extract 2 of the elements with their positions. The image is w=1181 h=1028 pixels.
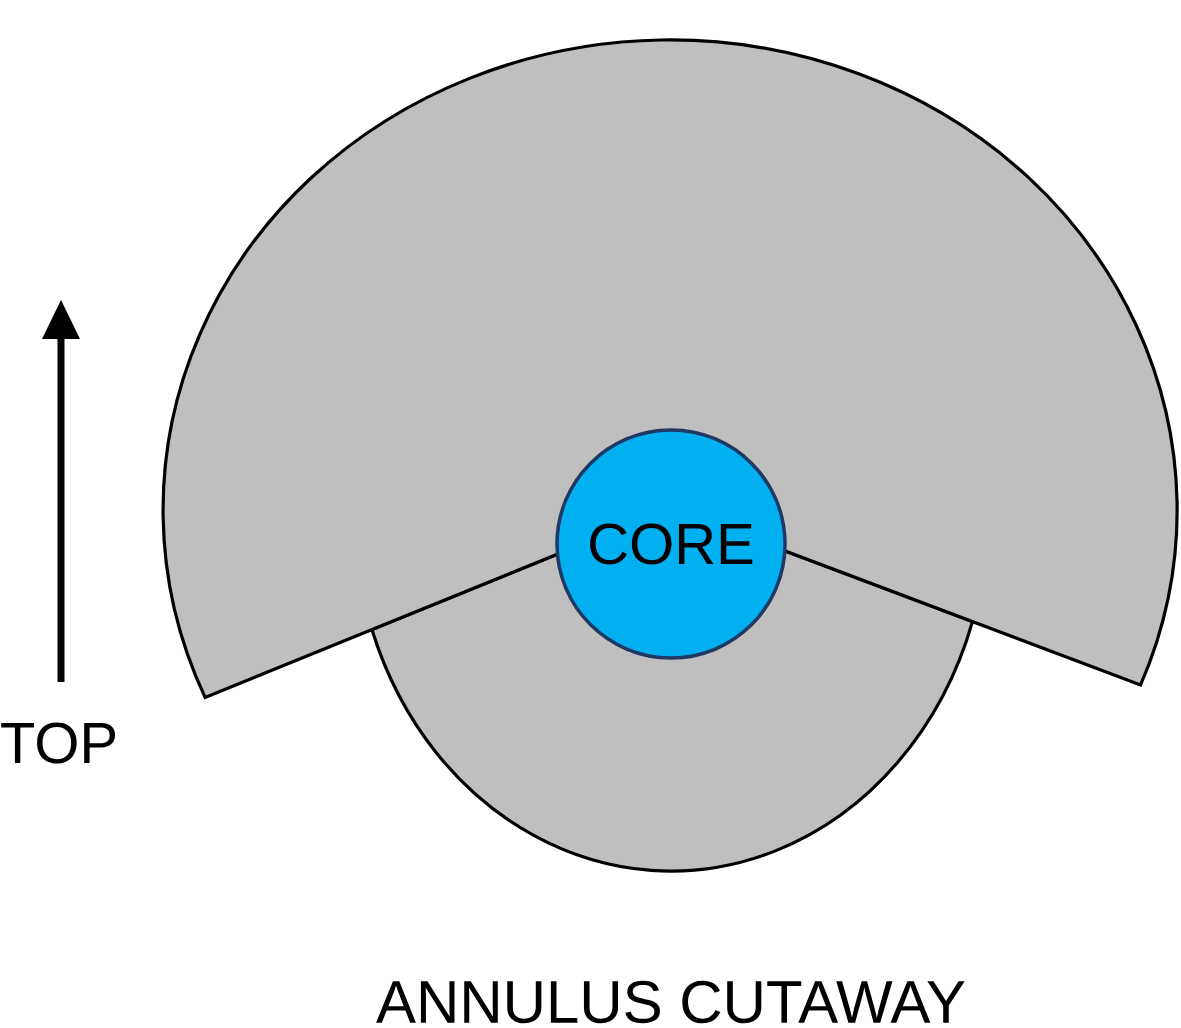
caption: ANNULUS CUTAWAY bbox=[376, 980, 965, 1024]
direction-label: TOP bbox=[1, 722, 116, 764]
